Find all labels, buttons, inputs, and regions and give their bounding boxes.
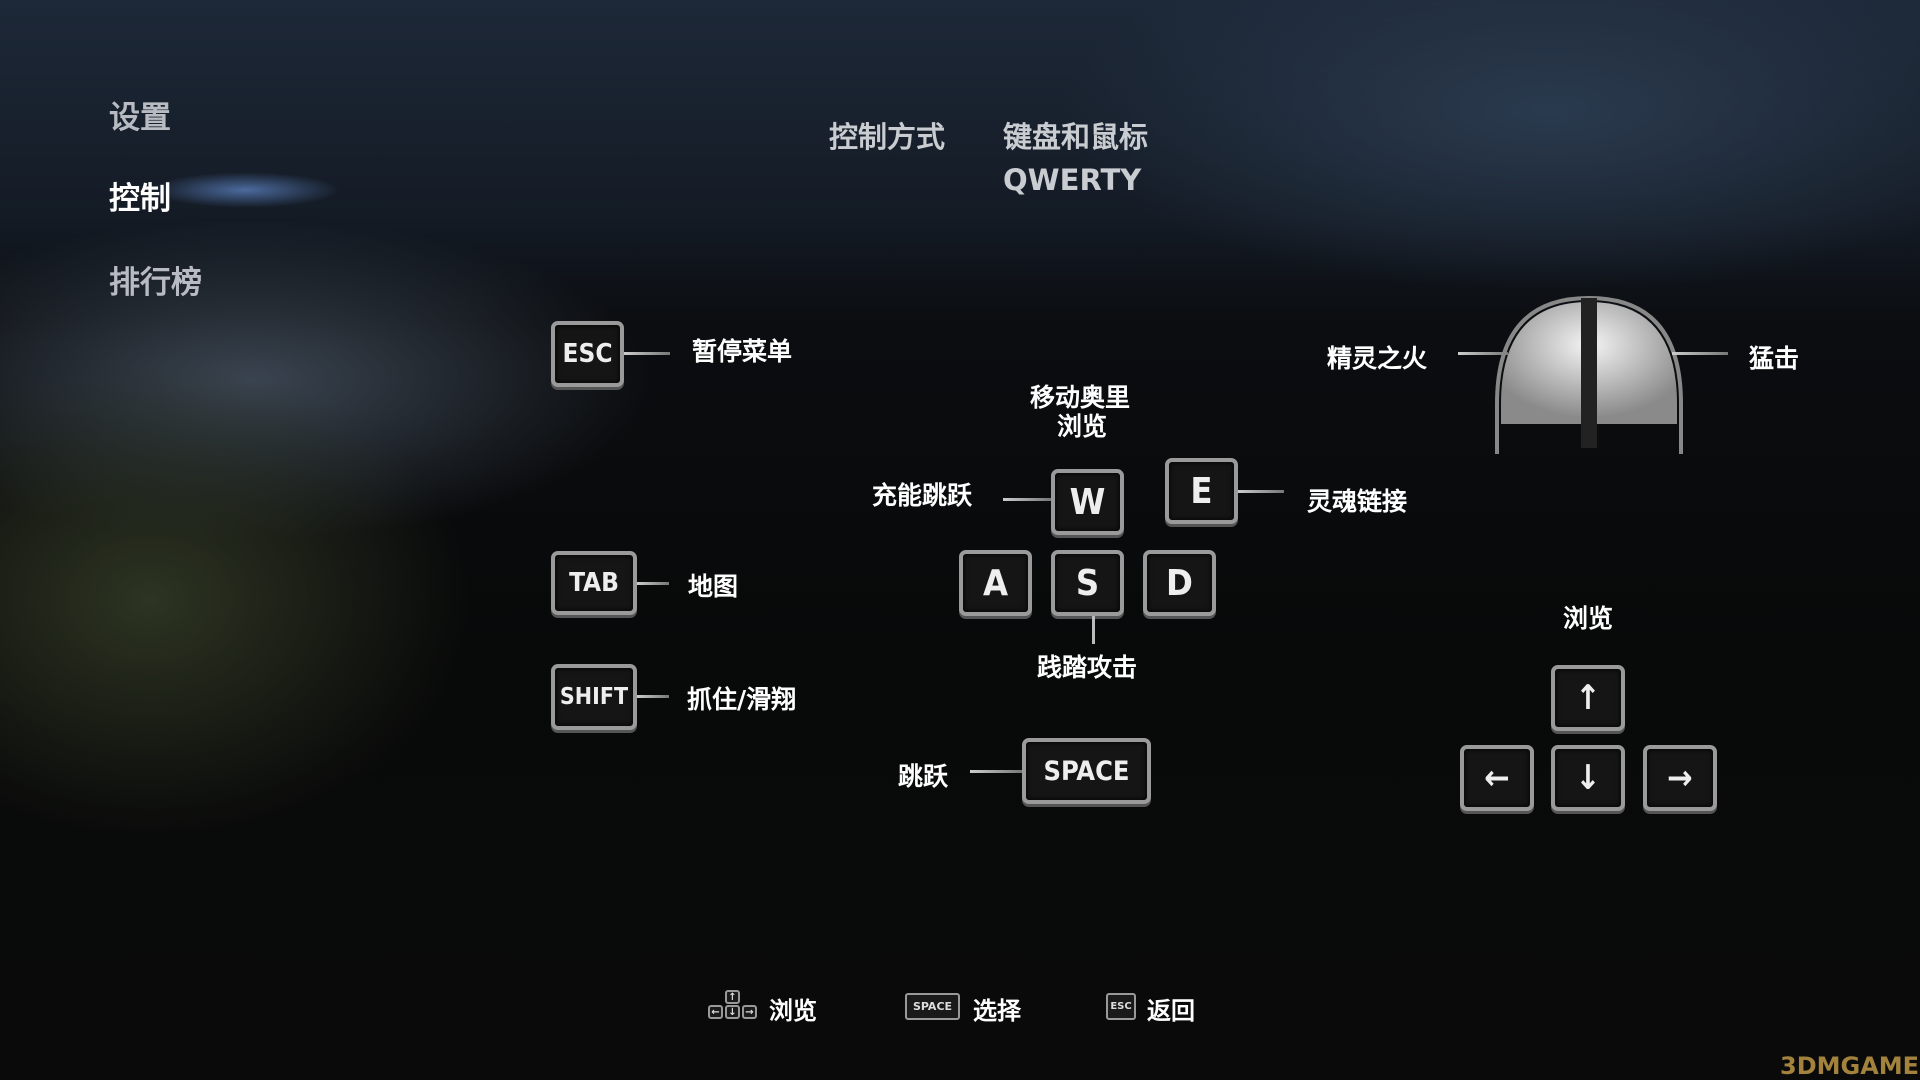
sidebar-item-controls[interactable]: 控制: [109, 181, 171, 217]
esc-key[interactable]: ESC: [551, 321, 624, 387]
connector: [1672, 352, 1728, 355]
connector: [624, 352, 670, 355]
map-label: 地图: [688, 572, 739, 601]
soul-link-label: 灵魂链接: [1307, 487, 1408, 516]
connector: [1092, 616, 1095, 644]
arrow-left-key[interactable]: ←: [1460, 745, 1534, 811]
keyboard-layout-value[interactable]: QWERTY: [1003, 163, 1142, 197]
space-key[interactable]: SPACE: [1022, 738, 1151, 804]
arrows-navigate-label: 浏览: [1563, 604, 1614, 633]
spirit-flame-label: 精灵之火: [1327, 344, 1428, 373]
control-scheme-label: 控制方式: [829, 120, 946, 154]
jump-label: 跳跃: [898, 762, 949, 791]
connector: [970, 770, 1022, 773]
connector: [637, 695, 669, 698]
navigate-label: 浏览: [1057, 412, 1108, 441]
bash-label: 猛击: [1749, 344, 1800, 373]
arrow-right-key[interactable]: →: [1643, 745, 1717, 811]
stomp-label: 践踏攻击: [1037, 653, 1138, 682]
footer-browse[interactable]: 浏览: [769, 997, 817, 1025]
w-key[interactable]: W: [1051, 469, 1124, 535]
space-key-icon: SPACE: [905, 993, 960, 1020]
control-scheme-value[interactable]: 键盘和鼠标: [1003, 120, 1149, 154]
connector: [1238, 490, 1284, 493]
d-key[interactable]: D: [1143, 550, 1216, 616]
connector: [1458, 352, 1508, 355]
arrow-up-key[interactable]: ↑: [1551, 665, 1625, 731]
pause-menu-label: 暂停菜单: [692, 337, 793, 366]
e-key[interactable]: E: [1165, 458, 1238, 524]
move-ori-label: 移动奥里: [1030, 383, 1131, 412]
a-key[interactable]: A: [959, 550, 1032, 616]
arrow-keys-icon: ↑ ← ↓ →: [708, 990, 758, 1020]
footer-select[interactable]: 选择: [973, 997, 1021, 1025]
connector: [1003, 498, 1051, 501]
arrow-down-key[interactable]: ↓: [1551, 745, 1625, 811]
mouse-icon: [1495, 295, 1683, 454]
sidebar-item-leaderboard[interactable]: 排行榜: [109, 265, 202, 301]
shift-key[interactable]: SHIFT: [551, 664, 637, 730]
footer-back[interactable]: 返回: [1147, 997, 1195, 1025]
watermark-logo: 3DMGAME: [1780, 1052, 1920, 1080]
s-key[interactable]: S: [1051, 550, 1124, 616]
sidebar-item-settings[interactable]: 设置: [109, 100, 171, 136]
esc-key-icon: ESC: [1106, 993, 1136, 1020]
active-glow: [150, 172, 340, 208]
tab-key[interactable]: TAB: [551, 551, 637, 615]
charge-jump-label: 充能跳跃: [872, 481, 973, 510]
connector: [637, 582, 669, 585]
grab-glide-label: 抓住/滑翔: [687, 685, 797, 714]
